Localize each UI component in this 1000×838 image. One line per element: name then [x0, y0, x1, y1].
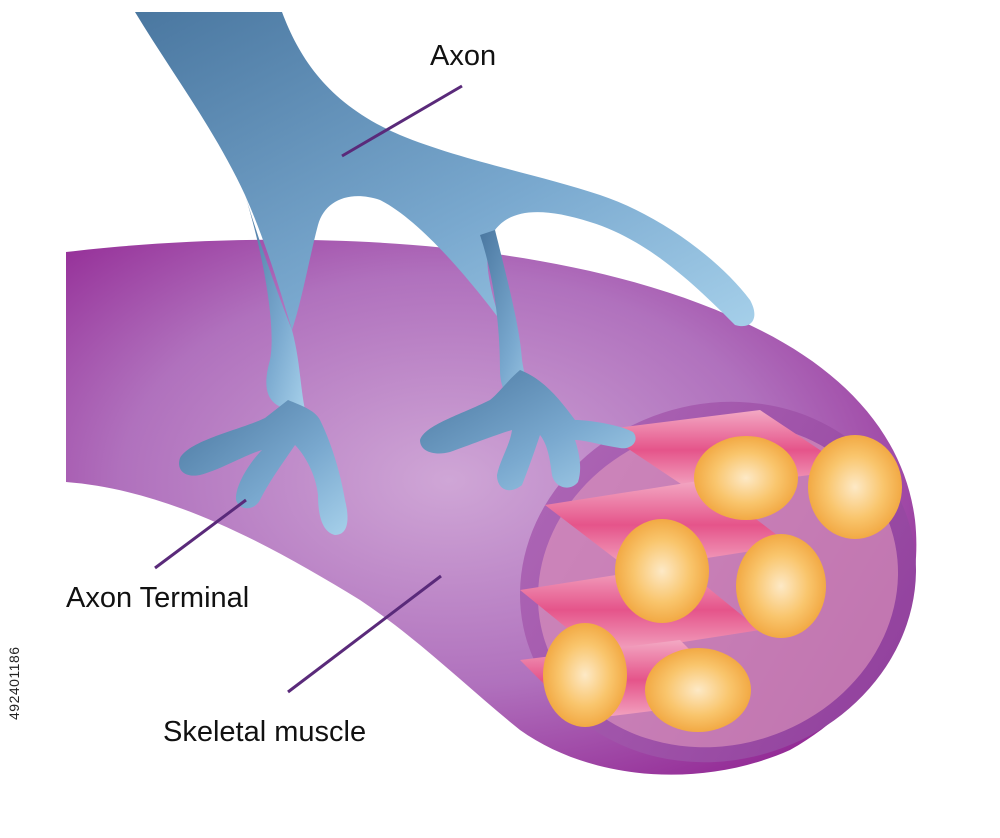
- nucleus: [694, 436, 798, 520]
- nucleus: [808, 435, 902, 539]
- stock-id-watermark: 492401186: [6, 646, 22, 720]
- axon-branch-left: [245, 195, 305, 411]
- axon-terminal-left: [179, 400, 348, 535]
- skeletal-muscle-leader-line: [287, 574, 442, 694]
- nucleus: [615, 519, 709, 623]
- axon-terminal-leader-line: [154, 498, 247, 570]
- axon-label: Axon: [430, 40, 497, 72]
- skeletal-muscle-label: Skeletal muscle: [163, 716, 367, 748]
- axon: [135, 12, 755, 535]
- nucleus: [736, 534, 826, 638]
- nucleus: [645, 648, 751, 732]
- axon-terminal-right: [420, 370, 636, 491]
- axon-terminal-label: Axon Terminal: [66, 582, 250, 614]
- axon-trunk: [135, 12, 755, 330]
- axon-branch-right: [480, 230, 540, 407]
- nucleus: [543, 623, 627, 727]
- axon-leader-line: [341, 84, 463, 158]
- muscle-nuclei: [543, 435, 902, 732]
